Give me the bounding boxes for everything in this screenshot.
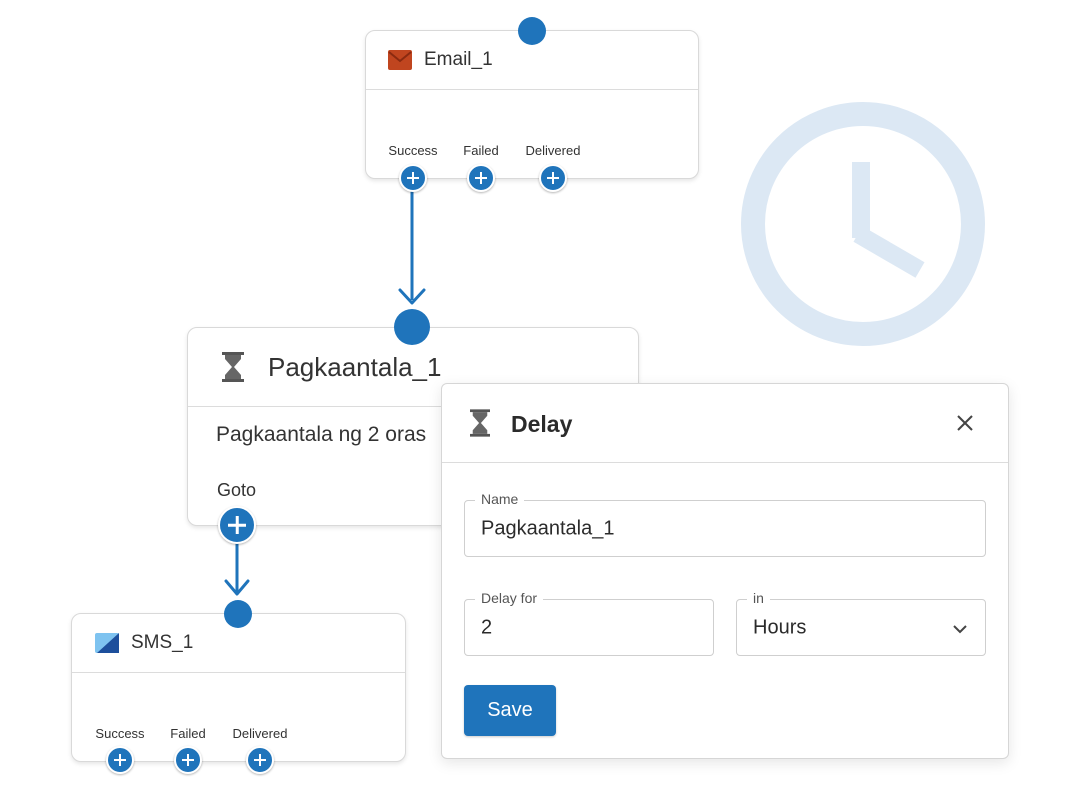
hourglass-icon — [470, 409, 490, 437]
sms-output-failed-label: Failed — [170, 726, 206, 741]
email-input-handle[interactable] — [518, 17, 546, 45]
delay-for-field[interactable]: Delay for — [464, 590, 714, 656]
name-input[interactable] — [481, 517, 897, 540]
chevron-down-icon — [953, 625, 967, 634]
dialog-header: Delay — [442, 384, 1008, 463]
email-output-delivered-label: Delivered — [525, 143, 581, 158]
email-node[interactable]: Email_1 — [365, 30, 699, 179]
sms-add-success-button[interactable] — [106, 746, 134, 774]
delay-node-title: Pagkaantala_1 — [268, 351, 442, 382]
email-add-success-button[interactable] — [399, 164, 427, 192]
email-node-title: Email_1 — [424, 49, 493, 70]
email-output-failed-label: Failed — [463, 143, 499, 158]
delay-node-goto-label: Goto — [217, 480, 257, 500]
hourglass-icon — [222, 352, 244, 382]
delay-node-header: Pagkaantala_1 — [188, 328, 638, 407]
email-add-delivered-button[interactable] — [539, 164, 567, 192]
delay-for-input[interactable] — [481, 616, 680, 639]
envelope-icon — [388, 50, 412, 70]
save-button[interactable]: Save — [464, 685, 556, 736]
sms-add-delivered-button[interactable] — [246, 746, 274, 774]
delay-for-field-label: Delay for — [475, 590, 544, 606]
delay-node-description: Pagkaantala ng 2 oras — [216, 423, 427, 446]
close-icon[interactable] — [956, 414, 974, 432]
name-field[interactable]: Name — [464, 491, 986, 557]
email-node-header: Email_1 — [366, 31, 698, 90]
clock-icon — [741, 102, 985, 346]
dialog-title: Delay — [511, 411, 573, 437]
sms-input-handle[interactable] — [224, 600, 252, 628]
name-field-label: Name — [475, 491, 525, 507]
sms-output-success-label: Success — [95, 726, 145, 741]
sms-icon — [95, 633, 119, 653]
delay-dialog: Delay Name Delay for in Hours Save — [441, 383, 1009, 759]
delay-add-goto-button[interactable] — [218, 506, 256, 544]
delay-input-handle[interactable] — [394, 309, 430, 345]
sms-node-title: SMS_1 — [131, 632, 194, 653]
unit-select-label: in — [747, 590, 770, 606]
email-add-failed-button[interactable] — [467, 164, 495, 192]
sms-output-delivered-label: Delivered — [232, 726, 288, 741]
email-output-success-label: Success — [388, 143, 438, 158]
unit-select[interactable]: in Hours — [736, 590, 986, 656]
sms-add-failed-button[interactable] — [174, 746, 202, 774]
sms-node-header: SMS_1 — [72, 614, 405, 673]
unit-select-value: Hours — [753, 616, 807, 638]
